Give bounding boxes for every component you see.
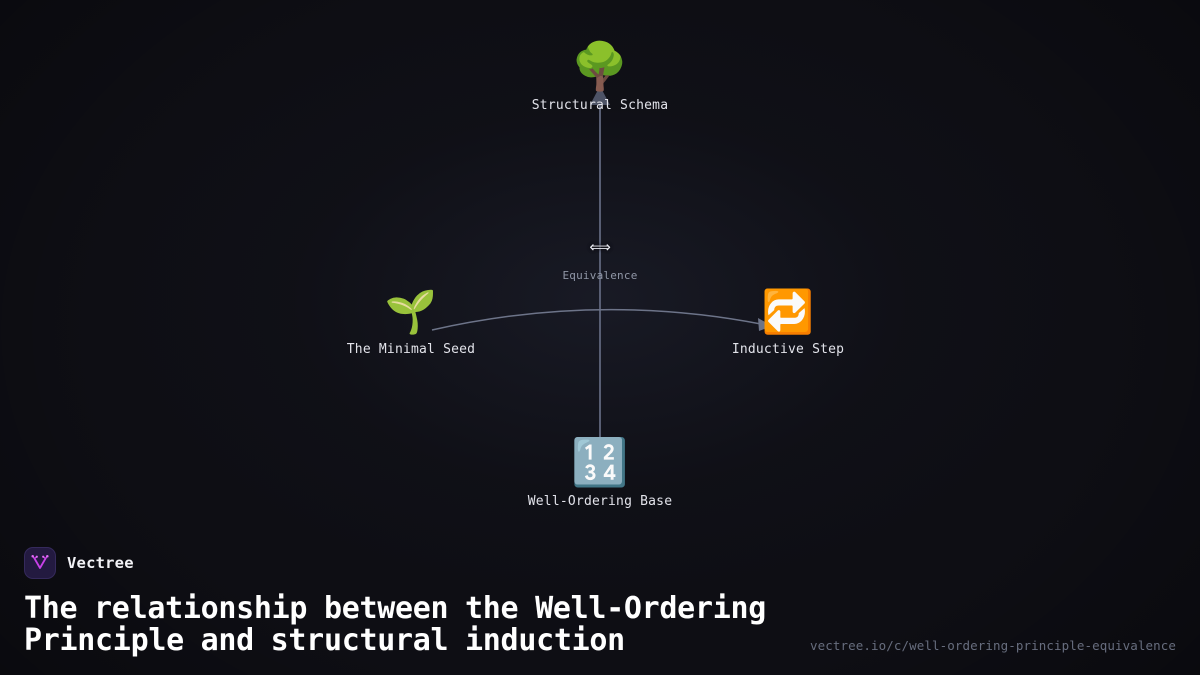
- graph-node-label: Structural Schema: [531, 98, 669, 113]
- graph-node-inductive-step[interactable]: 🔁 Inductive Step: [731, 287, 845, 358]
- repeat-emoji: 🔁: [761, 287, 815, 336]
- edge-arrowhead-up: [590, 86, 610, 105]
- brand-name: Vectree: [67, 554, 134, 573]
- vectree-logo-glyph: [31, 555, 49, 570]
- seedling-emoji: 🌱: [384, 287, 438, 336]
- edge-arrowhead-right: [758, 318, 772, 331]
- tree-emoji: 🌳: [571, 39, 629, 93]
- page-title: The relationship between the Well-Orderi…: [24, 591, 766, 659]
- graph-node-well-ordering-base[interactable]: 🔢 Well-Ordering Base: [528, 439, 672, 509]
- concept-graph: 🌳 Structural Schema 🌱 The Minimal Seed 🔁…: [346, 43, 845, 509]
- brand: Vectree: [24, 547, 1176, 580]
- footer: Vectree The relationship between the Wel…: [0, 547, 1200, 675]
- graph-edges: [431, 86, 772, 452]
- graph-node-label: Inductive Step: [731, 342, 845, 357]
- graph-node-label: Well-Ordering Base: [527, 494, 673, 509]
- graph-node-minimal-seed[interactable]: 🌱 The Minimal Seed: [346, 287, 476, 358]
- source-url: vectree.io/c/well-ordering-principle-equ…: [809, 638, 1176, 653]
- edge-equivalence-arc: [431, 308, 767, 331]
- input-numbers-emoji: 🔢: [571, 435, 629, 489]
- graph-node-label: The Minimal Seed: [346, 342, 476, 357]
- graph-node-structural-schema[interactable]: 🌳 Structural Schema: [532, 43, 668, 113]
- vectree-logo-icon: [24, 547, 56, 580]
